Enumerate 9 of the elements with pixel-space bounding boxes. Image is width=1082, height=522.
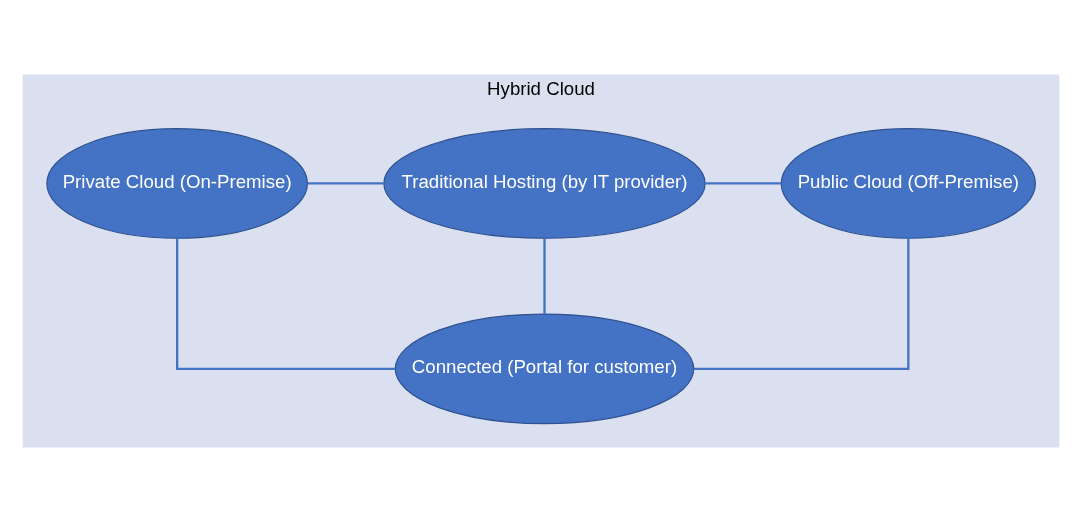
node-ellipse: Traditional Hosting (by IT provider) xyxy=(383,128,706,239)
connector xyxy=(307,182,384,185)
connector xyxy=(176,238,396,371)
node-ellipse: Private Cloud (On-Premise) xyxy=(46,128,309,239)
connector xyxy=(694,238,910,371)
node-ellipse: Connected (Portal for customer) xyxy=(394,313,695,425)
node-ellipse: Public Cloud (Off-Premise) xyxy=(780,128,1037,239)
connector xyxy=(543,238,546,314)
connector xyxy=(705,182,782,185)
